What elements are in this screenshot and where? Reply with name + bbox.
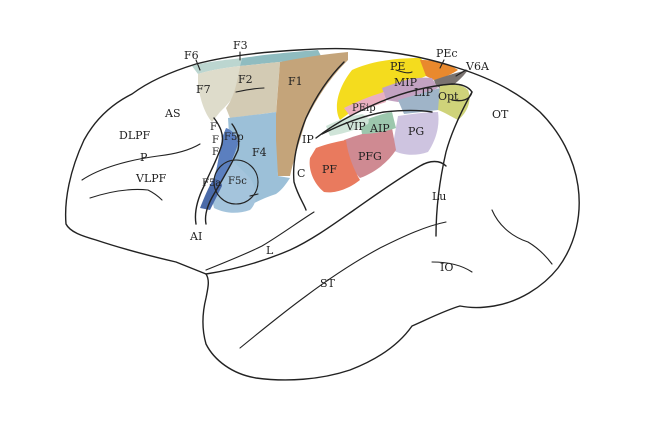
label-aip: AIP bbox=[369, 122, 390, 135]
label-ot: OT bbox=[492, 108, 509, 121]
area-f5p bbox=[214, 128, 238, 184]
lateral-sulcus bbox=[205, 211, 315, 271]
area-f5a bbox=[200, 178, 222, 210]
arcuate-sulcus bbox=[194, 117, 224, 225]
inferior-occipital-sulcus bbox=[431, 261, 473, 273]
label-v6a: V6A bbox=[465, 60, 490, 73]
central-sulcus bbox=[292, 61, 345, 211]
label-f5a: F5a bbox=[202, 178, 221, 189]
superior-temporal-sulcus bbox=[239, 221, 447, 349]
label-f-lower: F bbox=[212, 147, 219, 158]
label-f3: F3 bbox=[233, 39, 248, 52]
f6-tick bbox=[195, 59, 201, 71]
area-pfg bbox=[344, 128, 396, 178]
area-pf bbox=[309, 140, 360, 193]
label-io: IO bbox=[440, 261, 453, 274]
label-vlpf: VLPF bbox=[135, 172, 167, 185]
intraparietal-sulcus-inner bbox=[321, 109, 433, 135]
label-pec: PEc bbox=[436, 47, 458, 60]
label-peip: PEip bbox=[352, 103, 376, 114]
v6a-tick bbox=[455, 69, 467, 77]
area-peip bbox=[344, 92, 386, 116]
label-pf: PF bbox=[322, 163, 337, 176]
label-f2: F2 bbox=[238, 73, 253, 86]
arcuate-sulcus-inner bbox=[204, 123, 240, 225]
label-f5p: F5p bbox=[224, 132, 244, 143]
pec-tick bbox=[439, 59, 445, 69]
label-c: C bbox=[297, 167, 305, 180]
label-as: AS bbox=[164, 107, 180, 120]
area-f3 bbox=[240, 50, 322, 66]
area-f6 bbox=[192, 58, 242, 74]
dorsal-frontal-sulcus bbox=[235, 87, 265, 93]
area-f7 bbox=[198, 66, 240, 122]
brain-outline bbox=[64, 47, 580, 381]
area-lip bbox=[398, 88, 443, 114]
label-f-mid: F bbox=[212, 135, 219, 146]
label-dlpf: DLPF bbox=[119, 129, 151, 142]
lunate-sulcus bbox=[435, 91, 473, 237]
label-p: P bbox=[140, 151, 148, 164]
label-lip: LIP bbox=[414, 86, 434, 99]
vlpf-sulcus bbox=[89, 188, 163, 201]
label-l: L bbox=[266, 244, 274, 257]
area-f1 bbox=[274, 52, 348, 176]
principal-sulcus bbox=[81, 143, 201, 181]
f5c-arrow bbox=[249, 193, 259, 197]
area-f2 bbox=[226, 62, 280, 118]
label-f7: F7 bbox=[196, 83, 211, 96]
area-pg bbox=[392, 112, 439, 155]
label-opt: Opt bbox=[438, 90, 459, 103]
f5c-circle bbox=[213, 159, 259, 205]
label-pg: PG bbox=[408, 125, 424, 138]
label-lu: Lu bbox=[432, 190, 446, 203]
label-pfg: PFG bbox=[358, 150, 382, 163]
label-f-upper: F bbox=[210, 122, 217, 133]
label-f5c: F5c bbox=[228, 176, 247, 187]
label-vip: VIP bbox=[345, 120, 366, 133]
pe-tick bbox=[395, 69, 413, 74]
temporal-contour bbox=[205, 160, 447, 275]
label-st: ST bbox=[320, 277, 336, 290]
label-pe: PE bbox=[390, 60, 405, 73]
label-ip: IP bbox=[302, 133, 314, 146]
area-aip bbox=[360, 112, 396, 134]
label-f1: F1 bbox=[288, 75, 303, 88]
label-f4: F4 bbox=[252, 146, 267, 159]
occipital-sulcus bbox=[491, 209, 553, 265]
label-f6: F6 bbox=[184, 49, 199, 62]
label-mip: MIP bbox=[394, 76, 418, 89]
label-ai: AI bbox=[189, 230, 202, 243]
